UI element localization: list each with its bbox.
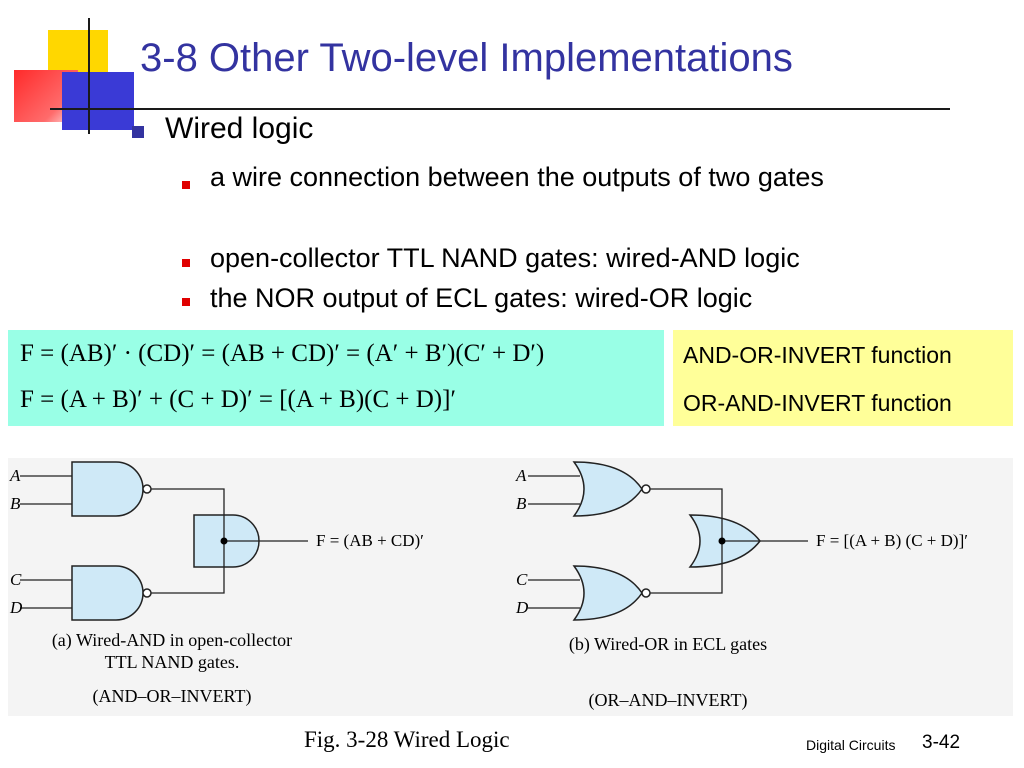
caption-b-sub: (OR–AND–INVERT)	[588, 690, 748, 710]
footer-page-number: 3-42	[922, 732, 961, 753]
slide-title: 3-8 Other Two-level Implementations	[140, 36, 793, 80]
gate-diagram	[20, 461, 808, 621]
inverter-bubble-icon	[641, 588, 651, 598]
nor-gate-icon	[572, 565, 643, 621]
square-bullet-icon	[182, 181, 190, 189]
input-label-d: D	[516, 598, 529, 617]
input-label-a: A	[10, 466, 21, 485]
input-label-c: C	[516, 570, 528, 589]
caption-b: (b) Wired-OR in ECL gates	[568, 634, 768, 654]
function-label-oai: OR-AND-INVERT function	[683, 390, 952, 416]
input-label-c: C	[10, 570, 22, 589]
equation-or-and-invert: F = (A + B)′ + (C + D)′ = [(A + B)(C + D…	[20, 386, 456, 413]
function-box: AND-OR-INVERT function OR-AND-INVERT fun…	[673, 330, 1013, 426]
inverter-bubble-icon	[641, 484, 651, 494]
equation-box: F = (AB)′ · (CD)′ = (AB + CD)′ = (A′ + B…	[8, 330, 664, 426]
sub-bullet-3: the NOR output of ECL gates: wired-OR lo…	[210, 283, 753, 313]
square-bullet-icon	[132, 126, 144, 138]
nand-gate-icon	[71, 461, 144, 517]
junction-dot-icon	[220, 537, 228, 545]
input-label-b: B	[10, 494, 21, 513]
logo-blue-square	[62, 72, 134, 130]
nor-gate-icon	[572, 461, 643, 517]
inverter-bubble-icon	[142, 484, 152, 494]
caption-a-line1: (a) Wired-AND in open-collector	[51, 630, 293, 650]
wired-logic-figure: A B C D F = (AB + CD)′ (a) Wired-AND in …	[8, 458, 1013, 716]
output-label-b: F = [(A + B) (C + D)]′	[816, 531, 968, 550]
inverter-bubble-icon	[142, 588, 152, 598]
logo-vertical-line	[88, 18, 90, 134]
title-underline	[50, 108, 950, 110]
input-label-b: B	[516, 494, 527, 513]
equation-and-or-invert: F = (AB)′ · (CD)′ = (AB + CD)′ = (A′ + B…	[20, 340, 545, 367]
sub-bullet-2: open-collector TTL NAND gates: wired-AND…	[210, 243, 800, 273]
square-bullet-icon	[182, 259, 190, 267]
footer-course-name: Digital Circuits	[806, 737, 896, 753]
square-bullet-icon	[182, 298, 190, 306]
nand-gate-icon	[71, 565, 144, 621]
junction-dot-icon	[718, 537, 726, 545]
caption-a-sub: (AND–OR–INVERT)	[92, 686, 252, 706]
function-label-aoi: AND-OR-INVERT function	[683, 342, 952, 368]
sub-bullet-1: a wire connection between the outputs of…	[210, 162, 824, 192]
figure-caption: Fig. 3-28 Wired Logic	[304, 727, 510, 752]
main-bullet: Wired logic	[165, 112, 314, 145]
input-label-d: D	[10, 598, 23, 617]
input-label-a: A	[516, 466, 527, 485]
caption-a-line2: TTL NAND gates.	[104, 652, 240, 672]
output-label-a: F = (AB + CD)′	[316, 531, 424, 550]
